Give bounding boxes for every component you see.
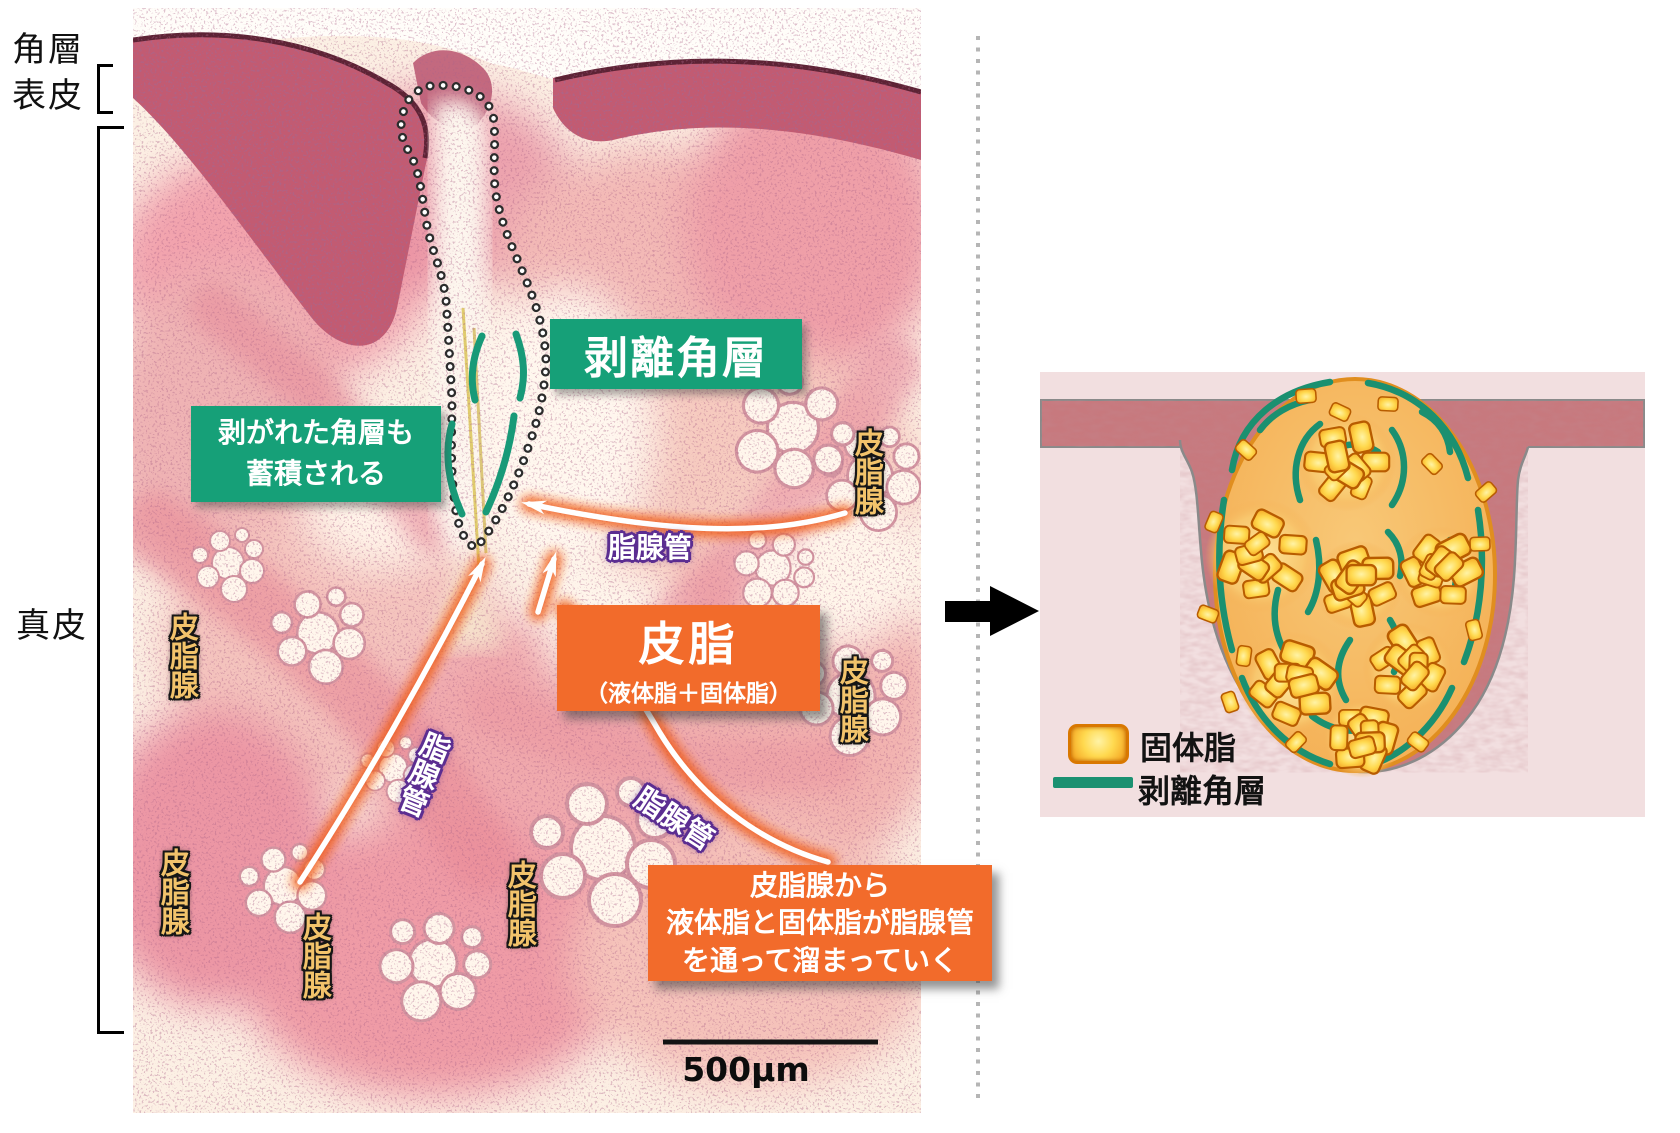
duct-label-horizontal: 脂腺管: [608, 531, 693, 564]
callout-accumulate-line1: 剥がれた角層も: [217, 416, 414, 450]
layer-label-epidermis: 表皮: [12, 76, 84, 116]
scale-bar-label: 500μm: [682, 1050, 810, 1089]
gland-label-2: 皮脂腺: [835, 656, 870, 743]
callout-flow-line2: 液体脂と固体脂が脂腺管: [665, 906, 974, 940]
pore-schematic-panel: [1040, 372, 1645, 817]
layer-label-dermis: 真皮: [16, 606, 88, 646]
pore-dotted-outline: [396, 80, 551, 554]
legend-exfoliated-swatch: [1053, 777, 1133, 788]
gland-label-5: 皮脂腺: [503, 860, 538, 947]
legend-solid-fat-label: 固体脂: [1140, 729, 1237, 767]
transition-arrow-icon: [945, 586, 1039, 636]
callout-sebum-title: 皮脂: [638, 617, 739, 671]
gland-label-3: 皮脂腺: [165, 612, 200, 699]
gland-label-1: 皮脂腺: [850, 428, 885, 515]
callout-flow-line3: を通って溜まっていく: [681, 943, 959, 977]
callout-accumulate-line2: 蓄積される: [245, 457, 386, 490]
dermis-bracket: [97, 126, 124, 1034]
layer-label-stratum-corneum: 角層: [12, 30, 84, 70]
histology-micrograph: [133, 8, 921, 1113]
gland-label-6: 皮脂腺: [298, 912, 333, 999]
callout-flow-line1: 皮脂腺から: [749, 869, 890, 903]
epidermis-bracket: [97, 64, 113, 114]
gland-label-4: 皮脂腺: [156, 848, 191, 935]
legend-solid-fat-swatch: [1068, 724, 1129, 764]
exfoliated-sc-swirls: [1216, 378, 1486, 770]
callout-sebum-subtitle: （液体脂＋固体脂）: [585, 681, 792, 707]
legend-exfoliated-label: 剥離角層: [1138, 772, 1267, 810]
exfoliated-flakes: [444, 330, 527, 518]
callout-exfoliated-sc: 剥離角層: [550, 319, 802, 389]
